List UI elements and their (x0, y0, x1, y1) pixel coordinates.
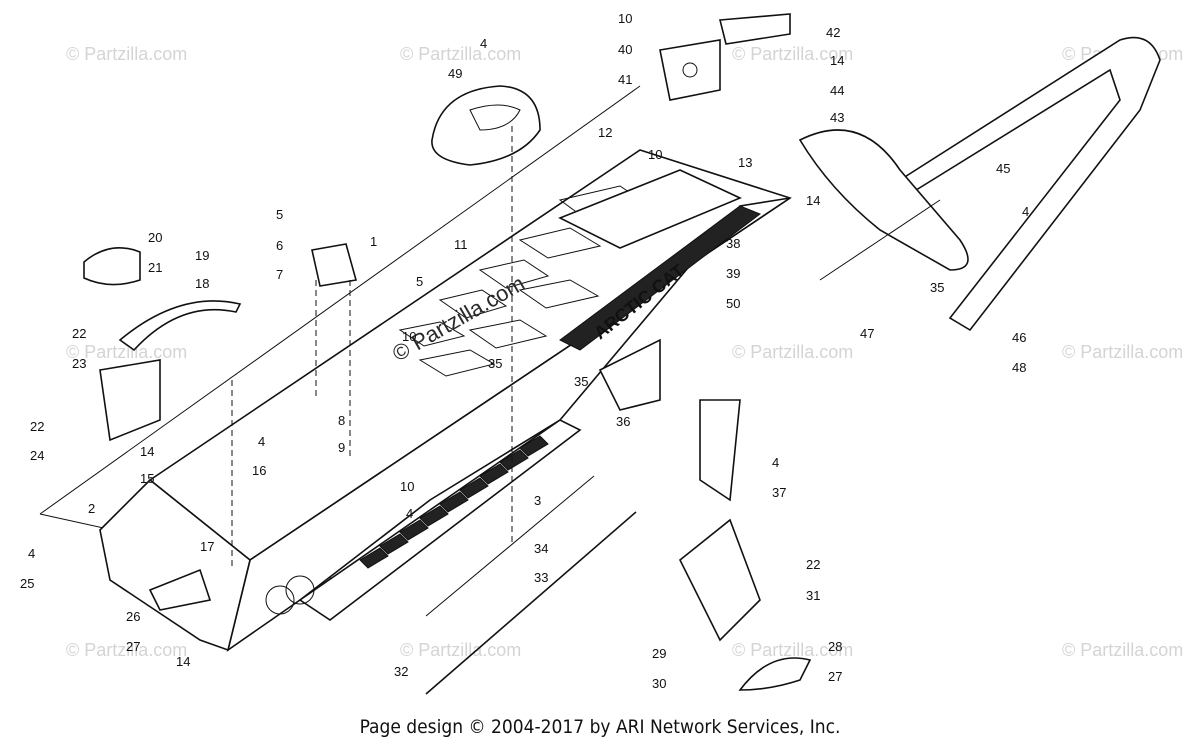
callout-layer: 10 42 4 40 41 49 14 44 43 12 10 13 45 14… (20, 11, 1029, 691)
callout: 20 (148, 230, 162, 245)
callout: 13 (738, 155, 752, 170)
callout: 48 (1012, 360, 1026, 375)
callout: 23 (72, 356, 86, 371)
watermark: © Partzilla.com (66, 342, 187, 362)
callout: 17 (200, 539, 214, 554)
callout: 24 (30, 448, 44, 463)
callout: 30 (652, 676, 666, 691)
seat-part (431, 85, 541, 166)
callout: 27 (126, 639, 140, 654)
callout: 16 (252, 463, 266, 478)
callout: 32 (394, 664, 408, 679)
callout: 9 (338, 440, 345, 455)
callout: 22 (72, 326, 86, 341)
rail-rods (231, 126, 637, 695)
callout: 4 (772, 455, 779, 470)
callout: 5 (416, 274, 423, 289)
callout: 3 (534, 493, 541, 508)
callout: 28 (828, 639, 842, 654)
watermark: © Partzilla.com (732, 44, 853, 64)
snow-flap-part (798, 129, 969, 281)
callout: 18 (195, 276, 209, 291)
callout: 49 (448, 66, 462, 81)
callout: 40 (618, 42, 632, 57)
callout: 35 (488, 356, 502, 371)
callout: 4 (1022, 204, 1029, 219)
watermark: © Partzilla.com (66, 44, 187, 64)
callout: 38 (726, 236, 740, 251)
callout: 4 (28, 546, 35, 561)
callout: 39 (726, 266, 740, 281)
callout: 14 (806, 193, 820, 208)
callout: 46 (1012, 330, 1026, 345)
callout: 8 (338, 413, 345, 428)
callout: 10 (648, 147, 662, 162)
watermark: © Partzilla.com (732, 640, 853, 660)
rear-bracket-part (659, 13, 791, 101)
callout: 41 (618, 72, 632, 87)
callout: 19 (195, 248, 209, 263)
callout: 42 (826, 25, 840, 40)
watermark: © Partzilla.com (732, 342, 853, 362)
callout: 4 (480, 36, 487, 51)
tunnel-assembly: ARCTIC CAT © Partzilla.com (39, 85, 792, 652)
callout: 35 (930, 280, 944, 295)
callout: 4 (258, 434, 265, 449)
callout: 14 (830, 53, 844, 68)
callout: 10 (618, 11, 632, 26)
callout: 4 (406, 506, 413, 521)
footrest-parts (148, 338, 812, 691)
callout: 34 (534, 541, 548, 556)
callout: 50 (726, 296, 740, 311)
front-brackets (83, 243, 358, 442)
callout: 1 (370, 234, 377, 249)
callout: 33 (534, 570, 548, 585)
copyright-footer: Page design © 2004-2017 by ARI Network S… (359, 716, 841, 738)
watermark: © Partzilla.com (1062, 640, 1183, 660)
callout: 7 (276, 267, 283, 282)
watermark: © Partzilla.com (400, 44, 521, 64)
callout: 31 (806, 588, 820, 603)
callout: 22 (806, 557, 820, 572)
callout: 43 (830, 110, 844, 125)
callout: 36 (616, 414, 630, 429)
watermark: © Partzilla.com (66, 640, 187, 660)
callout: 45 (996, 161, 1010, 176)
callout: 21 (148, 260, 162, 275)
callout: 29 (652, 646, 666, 661)
callout: 35 (574, 374, 588, 389)
callout: 12 (598, 125, 612, 140)
watermark: © Partzilla.com (1062, 342, 1183, 362)
callout: 15 (140, 471, 154, 486)
callout: 14 (140, 444, 154, 459)
callout: 10 (402, 329, 416, 344)
callout: 11 (454, 237, 468, 252)
callout: 14 (176, 654, 190, 669)
callout: 44 (830, 83, 844, 98)
callout: 26 (126, 609, 140, 624)
callout: 22 (30, 419, 44, 434)
callout: 25 (20, 576, 34, 591)
callout: 27 (828, 669, 842, 684)
callout: 47 (860, 326, 874, 341)
callout: 37 (772, 485, 786, 500)
callout: 6 (276, 238, 283, 253)
callout: 5 (276, 207, 283, 222)
callout: 10 (400, 479, 414, 494)
rear-bumper-part (899, 36, 1161, 332)
callout: 2 (88, 501, 95, 516)
watermark: © Partzilla.com (400, 640, 521, 660)
